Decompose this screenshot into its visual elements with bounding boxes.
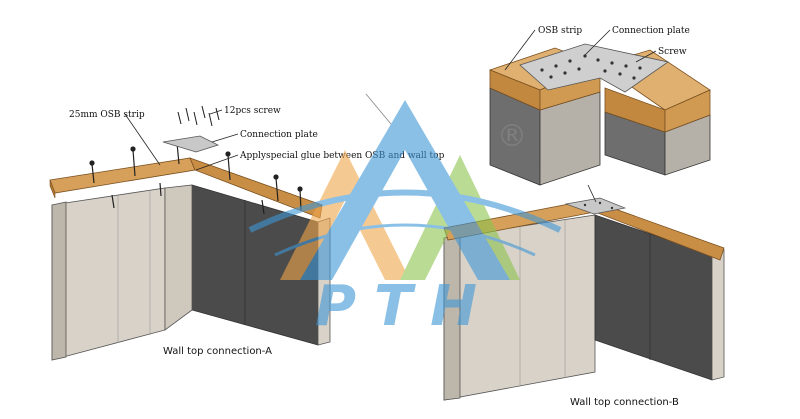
label-osb-strip-a: 25mm OSB strip <box>69 110 145 120</box>
screw-group-icon <box>177 105 220 127</box>
wall-b-right-panel-end <box>711 249 725 381</box>
caption-b: Wall top connection-B <box>570 397 679 408</box>
label-connection-plate-a: Connection plate <box>240 130 318 140</box>
label-glue-note: Applyspecial glue between OSB and wall t… <box>239 151 445 161</box>
label-connection-plate-b: Connection plate <box>612 26 690 36</box>
registered-mark-icon: ® <box>497 119 527 154</box>
label-screw-b: Screw <box>658 47 687 57</box>
label-screw-a: 12pcs screw <box>224 106 281 116</box>
connection-plate-a <box>162 135 220 153</box>
connection-plate-b-detail <box>519 43 669 93</box>
label-osb-strip-b: OSB strip <box>538 26 582 36</box>
diagram-a: 25mm OSB strip 12pcs screw Connection pl… <box>49 105 445 361</box>
wall-a-corner-face <box>164 184 193 331</box>
connection-plate-b-corner <box>564 197 627 215</box>
wall-a-left-panel <box>51 187 166 361</box>
detail-b: OSB strip Connection plate Screw <box>488 26 711 203</box>
wall-a-left-panel-edge <box>51 201 67 361</box>
pth-watermark: PTH ® <box>248 93 562 339</box>
caption-a: Wall top connection-A <box>163 346 272 357</box>
watermark-text: PTH <box>315 274 495 339</box>
